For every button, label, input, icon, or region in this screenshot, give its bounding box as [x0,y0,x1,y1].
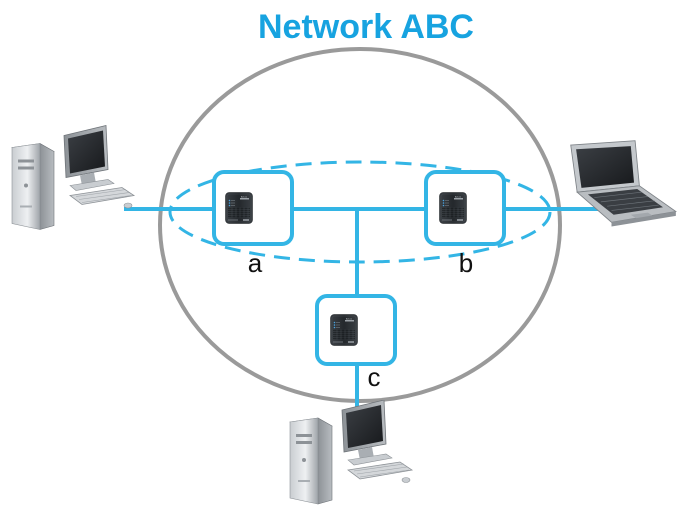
device-c: c [315,294,397,392]
laptop-icon [570,140,677,228]
device-a: a [212,170,294,278]
device-b: b [424,170,506,278]
powerline-adapter-icon [225,191,253,225]
diagram-title: Network ABC [258,8,474,46]
desktop-computer-icon [289,400,413,505]
device-b-label: b [459,248,473,278]
desktop-computer-icon [11,124,135,231]
device-a-label: a [248,248,263,278]
device-a-frame [212,170,294,246]
powerline-adapter-icon [330,313,358,347]
device-c-label: c [368,362,381,392]
network-boundary-ellipse [158,47,562,403]
powerline-adapter-icon [439,191,467,225]
dashed-group-ring [168,160,552,264]
